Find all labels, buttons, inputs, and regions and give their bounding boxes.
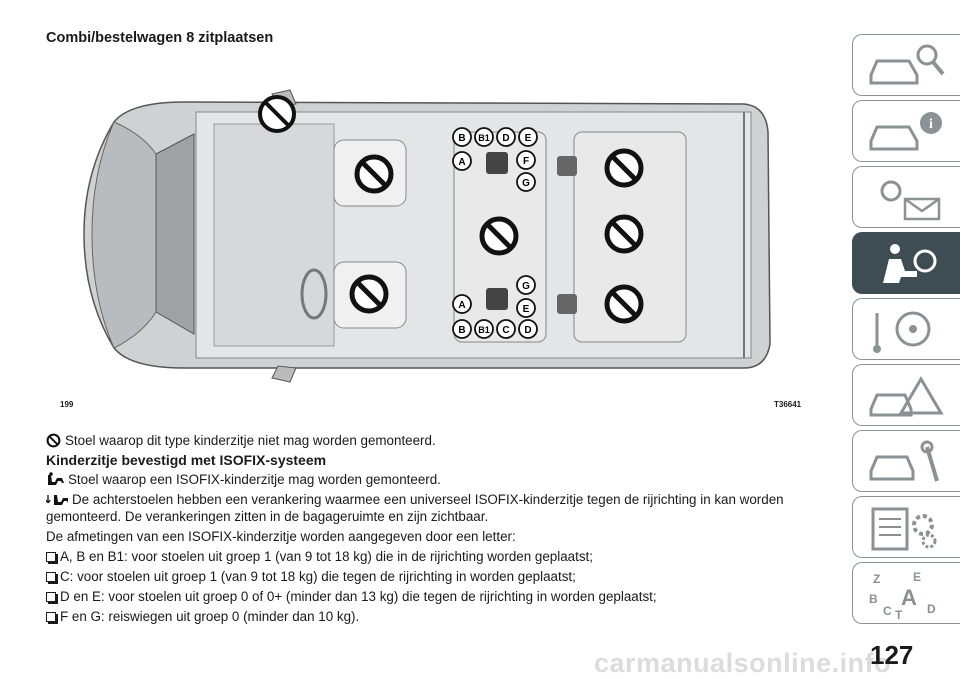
checkbox-bullet-icon bbox=[46, 552, 56, 562]
figure-code: T36641 bbox=[774, 400, 802, 409]
tab-starting-driving[interactable] bbox=[852, 298, 960, 360]
body-text: Stoel waarop dit type kinderzitje niet m… bbox=[46, 432, 816, 628]
tab-technical-data[interactable] bbox=[852, 496, 960, 558]
car-search-icon bbox=[869, 44, 945, 85]
watermark: carmanualsonline.info bbox=[594, 648, 892, 678]
paragraph-sizes-intro: De afmetingen van een ISOFIX-kinderzitje… bbox=[46, 529, 516, 544]
steering-wheel-key-icon bbox=[873, 311, 931, 353]
label-b-top: B bbox=[458, 133, 465, 144]
van-seat-diagram: B B1 D E A F G G A E B B1 C D bbox=[83, 89, 771, 383]
list-item: C: voor stoelen uit groep 1 (van 9 tot 1… bbox=[46, 568, 816, 585]
label-g-top: G bbox=[522, 178, 530, 189]
car-breakdown-warning-icon bbox=[869, 376, 944, 417]
checkbox-bullet-icon bbox=[46, 592, 56, 602]
list-item: D en E: voor stoelen uit groep 0 of 0+ (… bbox=[46, 588, 816, 605]
isofix-heading: Kinderzitje bevestigd met ISOFIX-systeem bbox=[46, 452, 327, 468]
tab-index[interactable]: Z E B A C D T bbox=[852, 562, 960, 624]
tab-dashboard-info[interactable]: i bbox=[852, 100, 960, 162]
tab-emergency[interactable] bbox=[852, 364, 960, 426]
label-d-top: D bbox=[502, 133, 509, 144]
paragraph-no-seat: Stoel waarop dit type kinderzitje niet m… bbox=[46, 432, 816, 449]
label-e-top: E bbox=[525, 133, 532, 144]
svg-text:i: i bbox=[929, 117, 933, 132]
specifications-gear-icon bbox=[871, 507, 937, 551]
car-info-icon: i bbox=[869, 112, 942, 151]
tab-warning-lights[interactable] bbox=[852, 166, 960, 228]
index-letter-c: C bbox=[883, 604, 892, 618]
label-b1-bottom: B1 bbox=[478, 325, 490, 335]
isofix-seat-icon bbox=[48, 472, 64, 485]
tab-maintenance[interactable] bbox=[852, 430, 960, 492]
index-letter-e: E bbox=[913, 570, 921, 584]
anchor-text: De achterstoelen hebben een verankering … bbox=[46, 492, 784, 524]
label-c-bottom: C bbox=[502, 325, 509, 336]
car-service-tools-icon bbox=[869, 440, 939, 482]
isofix-seat-text: Stoel waarop een ISOFIX-kinderzitje mag … bbox=[68, 472, 441, 487]
warning-lights-message-icon bbox=[880, 180, 941, 221]
label-e-bottom: E bbox=[523, 304, 530, 315]
alphabetical-index-icon: Z E B A C D T bbox=[869, 570, 936, 619]
figure-reference: 199 bbox=[60, 400, 74, 409]
label-f: F bbox=[523, 156, 529, 167]
list-item: A, B en B1: voor stoelen uit groep 1 (va… bbox=[46, 548, 816, 565]
list-item: F en G: reiswiegen uit groep 0 (minder d… bbox=[46, 608, 816, 625]
page-number: 127 bbox=[870, 640, 914, 670]
tab-knowing-your-car[interactable] bbox=[852, 34, 960, 96]
size-class-list: A, B en B1: voor stoelen uit groep 1 (va… bbox=[46, 548, 816, 625]
tab-safety[interactable] bbox=[852, 232, 960, 294]
paragraph-isofix-seat: Stoel waarop een ISOFIX-kinderzitje mag … bbox=[46, 471, 816, 488]
index-letter-a: A bbox=[901, 585, 917, 610]
no-seat-text: Stoel waarop dit type kinderzitje niet m… bbox=[65, 433, 436, 448]
index-letter-b: B bbox=[869, 592, 878, 606]
label-b1-top: B1 bbox=[478, 133, 490, 143]
label-a-top: A bbox=[458, 157, 465, 168]
isofix-anchor-seat-icon bbox=[46, 495, 68, 505]
index-letter-d: D bbox=[927, 602, 936, 616]
paragraph-anchor: De achterstoelen hebben een verankering … bbox=[46, 491, 816, 525]
label-a-bottom: A bbox=[458, 300, 465, 311]
page-heading: Combi/bestelwagen 8 zitplaatsen bbox=[46, 30, 274, 46]
checkbox-bullet-icon bbox=[46, 572, 56, 582]
label-b-bottom: B bbox=[458, 325, 465, 336]
checkbox-bullet-icon bbox=[46, 612, 56, 622]
label-d-bottom: D bbox=[524, 325, 531, 336]
index-letter-t: T bbox=[895, 608, 903, 619]
no-seat-icon bbox=[46, 433, 61, 448]
airbag-seat-icon bbox=[883, 244, 937, 283]
index-letter-z: Z bbox=[873, 572, 880, 586]
label-g-bottom: G bbox=[522, 281, 530, 292]
